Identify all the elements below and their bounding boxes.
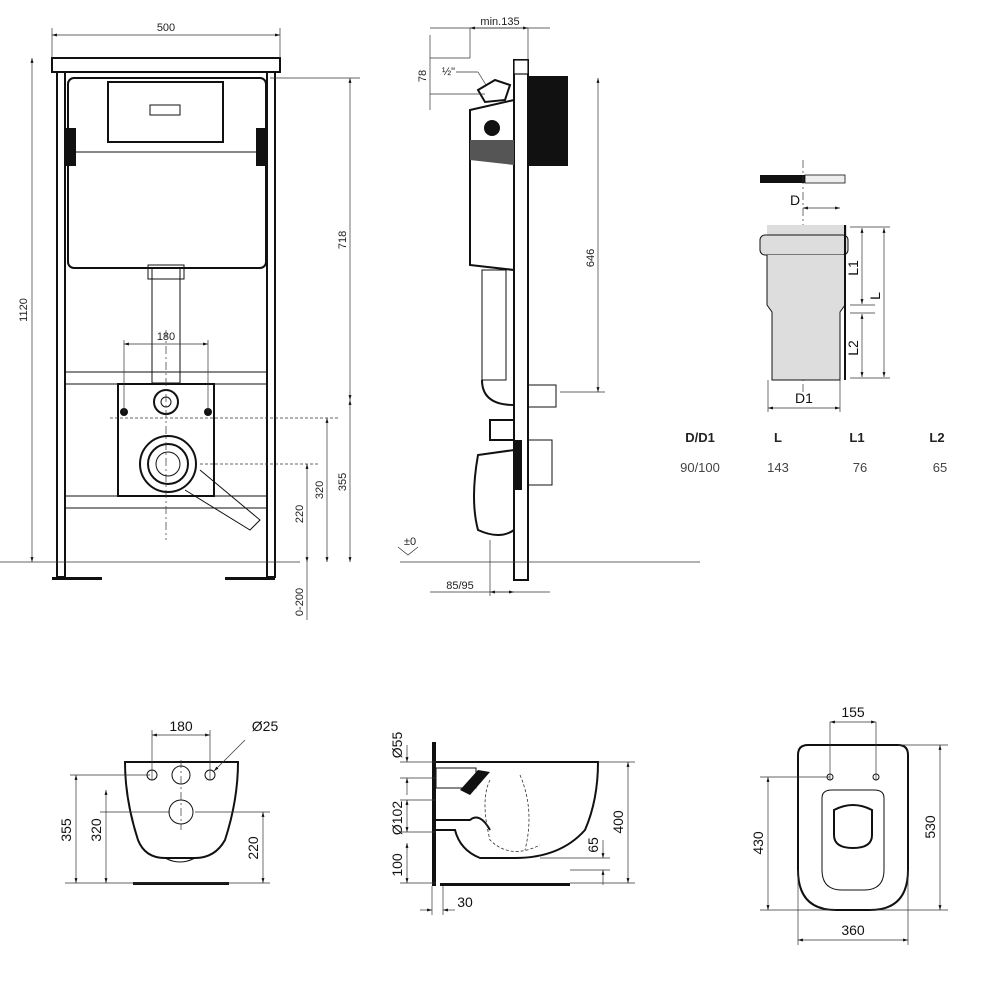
dim-bowl-inlet-height: 320	[88, 818, 104, 842]
dim-floor-adjust: 0-200	[294, 588, 306, 616]
dim-floor-offset: 220	[294, 505, 306, 523]
label-l1: L1	[845, 260, 861, 276]
table-value-l1: 76	[853, 460, 867, 475]
bowl-top-view	[797, 744, 909, 911]
table-header-l: L	[774, 430, 782, 445]
dim-bowl-bolt-height: 220	[245, 836, 261, 860]
table-value-d-d1: 90/100	[680, 460, 720, 475]
dim-flush-height: 646	[585, 249, 597, 267]
table-header-d-d1: D/D1	[685, 430, 715, 445]
dim-wall-gap: 30	[457, 894, 473, 910]
label-d1: D1	[795, 390, 813, 406]
label-inlet-size: ½"	[442, 66, 455, 78]
table-header-l2: L2	[929, 430, 944, 445]
frame-side-view	[397, 59, 700, 581]
label-l2: L2	[845, 340, 861, 356]
label-l: L	[867, 292, 883, 300]
dim-bowl-width: 360	[841, 922, 865, 938]
dim-cistern-height: 718	[337, 231, 349, 249]
table-header-l1: L1	[849, 430, 864, 445]
dim-seat-length: 430	[750, 831, 766, 855]
dim-bowl-height: 400	[610, 810, 626, 834]
dim-bolt-spacing: 180	[157, 331, 175, 343]
dim-foot-depth: 85/95	[446, 580, 474, 592]
frame-side-dimensions: min.135 78 ½" 646 ±0 85/95	[404, 16, 605, 596]
frame-front-dimensions: 500 1120 718 180 355 320 220 0-200	[18, 22, 360, 620]
dim-inlet-height: 320	[314, 481, 326, 499]
table-value-l2: 65	[933, 460, 947, 475]
bowl-front-view	[123, 760, 240, 885]
pipe-connector-table: D/D1 L L1 L2 90/100 143 76 65	[680, 430, 947, 475]
dim-top-bolt-spacing: 155	[841, 704, 865, 720]
bowl-side-dimensions: Ø55 Ø102 100 30 65 400	[389, 732, 635, 915]
dim-frame-width: 500	[157, 22, 175, 34]
frame-front-view	[0, 57, 340, 580]
dim-rim-offset: 65	[585, 837, 601, 853]
dim-bowl-bolt-spacing: 180	[169, 718, 193, 734]
dim-outlet-height: 355	[337, 473, 349, 491]
label-floor-level: ±0	[404, 536, 416, 548]
dim-outlet-height-side: 100	[389, 853, 405, 877]
label-d: D	[790, 192, 800, 208]
dim-bowl-outlet-height: 355	[58, 818, 74, 842]
dim-bowl-length: 530	[922, 815, 938, 839]
dim-bolt-diameter: Ø25	[252, 718, 279, 734]
pipe-connector-diagram: D L1 L L2 D1	[759, 160, 890, 412]
bowl-front-dimensions: 180 Ø25 355 320 220	[58, 718, 279, 884]
dim-frame-height: 1120	[18, 298, 30, 322]
bowl-side-view	[432, 742, 600, 886]
dim-inlet-offset: 78	[417, 70, 429, 82]
dim-outlet-diameter: Ø102	[389, 801, 405, 835]
bowl-top-dimensions: 155 430 530 360	[750, 704, 948, 945]
dim-min-depth: min.135	[480, 16, 519, 28]
table-value-l: 143	[767, 460, 789, 475]
dim-inlet-diameter: Ø55	[389, 732, 405, 759]
